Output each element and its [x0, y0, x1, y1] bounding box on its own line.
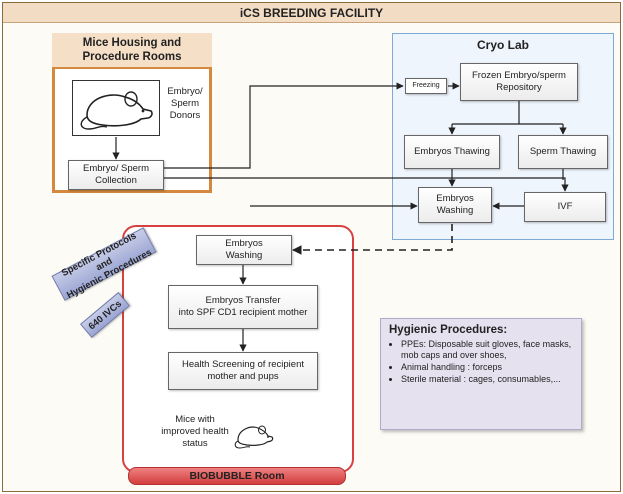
hygiene-item: PPEs: Disposable suit gloves, face masks… — [401, 339, 575, 361]
sperm-thawing-box: Sperm Thawing — [518, 135, 608, 169]
line-collection-to-freezing — [164, 82, 404, 169]
embryos-transfer-box: Embryos Transfer into SPF CD1 recipient … — [168, 285, 318, 329]
hygiene-panel: Hygienic Procedures: PPEs: Disposable su… — [380, 318, 582, 430]
biobubble-embryos-washing-box: Embryos Washing — [196, 235, 292, 265]
repository-box: Frozen Embryo/sperm Repository — [460, 63, 578, 101]
donors-label: Embryo/ Sperm Donors — [167, 86, 203, 121]
hygiene-item: Animal handling : forceps — [401, 362, 575, 373]
embryos-thawing-box: Embryos Thawing — [404, 135, 500, 169]
mice-health-label: Mice with improved health status — [161, 414, 229, 449]
hygiene-item: Sterile material : cages, consumables,..… — [401, 374, 575, 385]
housing-title: Mice Housing and Procedure Rooms — [52, 33, 212, 69]
health-screening-box: Health Screening of recipient mother and… — [168, 352, 318, 390]
freezing-label: Freezing — [405, 78, 447, 94]
mouse-icon — [80, 91, 153, 130]
mouse-picture-frame — [72, 80, 160, 136]
cryo-embryos-washing-box: Embryos Washing — [418, 187, 492, 223]
biobubble-panel — [122, 225, 354, 473]
hygiene-title: Hygienic Procedures: — [389, 324, 508, 336]
facility-title: iCS BREEDING FACILITY — [3, 3, 620, 23]
collection-box: Embryo/ Sperm Collection — [68, 160, 164, 190]
small-mouse-icon — [234, 425, 274, 449]
ivf-box: IVF — [524, 192, 606, 222]
cryo-lab-title: Cryo Lab — [476, 38, 529, 52]
biobubble-room-label: BIOBUBBLE Room — [128, 467, 346, 485]
dashed-washing-to-biobubble — [292, 224, 453, 255]
line-collection-to-ivf — [420, 177, 569, 192]
